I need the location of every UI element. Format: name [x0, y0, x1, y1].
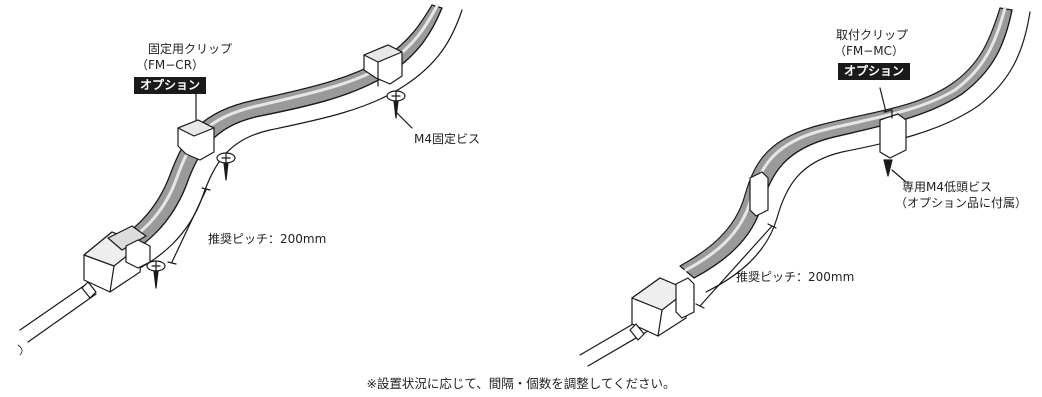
left-clip-lower: [125, 239, 151, 269]
left-clip-middle: [177, 119, 215, 161]
right-screw-label-line2: （オプション品に付属）: [895, 196, 1028, 210]
right-option-badge: オプション: [838, 63, 911, 80]
right-pitch-label: 推奨ピッチ：200mm: [736, 270, 855, 284]
left-cable-connector: [19, 225, 147, 343]
left-screw-label: M4固定ビス: [414, 132, 480, 146]
right-clip-model: （FM−MC）: [834, 44, 905, 58]
right-led-strip: [679, 6, 1031, 293]
left-option-badge: オプション: [134, 77, 207, 94]
right-clip-upper: [879, 109, 907, 159]
left-screw-lower: [146, 260, 166, 289]
left-clip-upper: [363, 44, 403, 87]
right-clip-middle: [749, 171, 769, 217]
left-screw-upper: [386, 90, 406, 119]
left-pitch-dimension: [171, 189, 207, 263]
left-pitch-label: 推奨ピッチ：200mm: [208, 232, 327, 246]
right-clip-leader: [879, 87, 887, 113]
right-pitch-dimension: [699, 225, 773, 307]
left-clip-name: 固定用クリップ: [148, 42, 233, 56]
right-clip-lower: [675, 277, 695, 319]
right-screw-leader: [891, 169, 907, 183]
right-clip-name: 取付クリップ: [836, 28, 909, 42]
footer-note: ※設置状況に応じて、間隔・個数を調整してください。: [366, 376, 676, 391]
left-screw-middle: [216, 152, 236, 181]
right-screw: [883, 159, 893, 177]
right-cable-connector: [579, 277, 689, 367]
left-clip-model: （FM−CR）: [136, 58, 205, 72]
right-screw-label-line1: 専用M4低頭ビス: [902, 180, 992, 194]
left-screw-leader: [395, 111, 413, 129]
